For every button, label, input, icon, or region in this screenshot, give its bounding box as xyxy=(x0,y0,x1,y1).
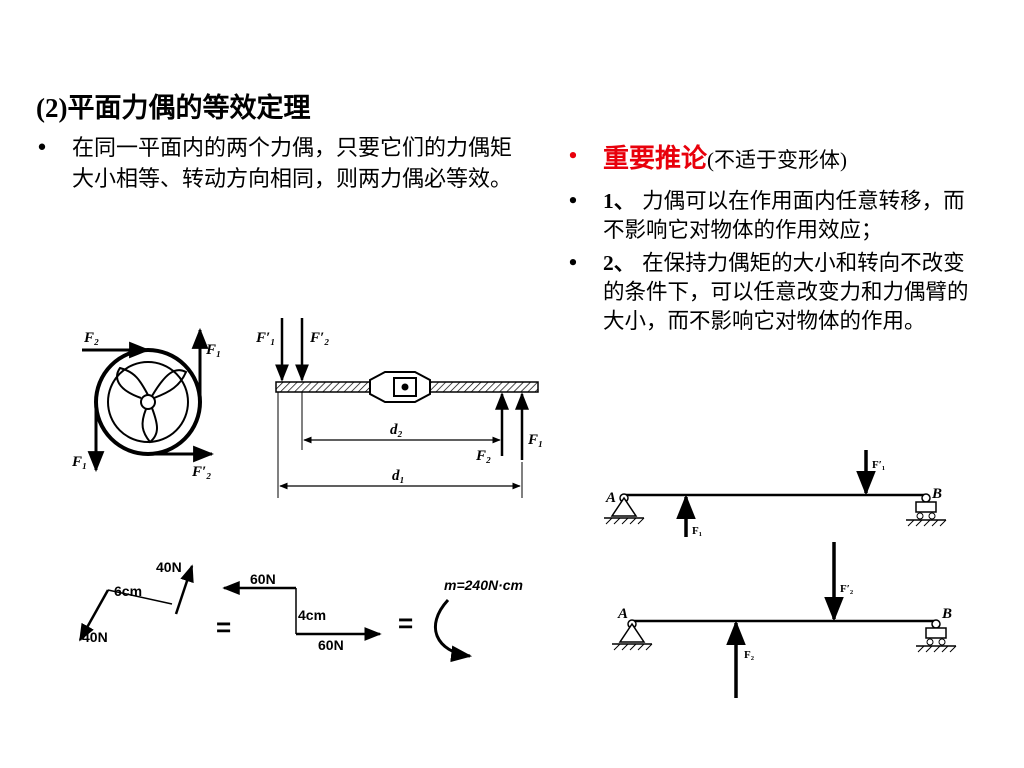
force-label: F₂ xyxy=(744,649,755,661)
force-label: F′₁ xyxy=(872,459,885,471)
beam-diagram-bottom: A B F′₂ F₂ xyxy=(612,542,957,698)
force-label: F₁ xyxy=(692,525,702,537)
couple-equivalence-diagram: 40N 6cm 40N = 60N 4cm 60N = m=240N·cm xyxy=(78,559,523,663)
support-label: B xyxy=(941,606,952,622)
beam-diagram-top: A B F′₁ F₁ xyxy=(604,450,947,537)
force-label: F′₂ xyxy=(840,583,854,595)
force-value: 60N xyxy=(250,571,276,587)
section-number: (2) xyxy=(36,93,68,123)
force-label: F′₂ xyxy=(191,464,211,480)
corollary-text: 力偶可以在作用面内任意转移，而不影响它对物体的作用效应； xyxy=(603,189,965,244)
bullet-icon: • xyxy=(566,251,580,277)
force-label: F₁ xyxy=(71,454,87,470)
support-label: A xyxy=(605,490,616,506)
section-title: (2)平面力偶的等效定理 xyxy=(36,86,310,125)
corollary-heading: 重要推论 xyxy=(603,144,708,174)
theorem-statement-list: • 在同一平面内的两个力偶，只要它们的力偶矩大小相等、转动方向相同，则两力偶必等… xyxy=(34,134,514,196)
section-title-text: 平面力偶的等效定理 xyxy=(67,93,311,124)
corollary-number: 1、 xyxy=(603,189,636,214)
arm-value: 4cm xyxy=(298,607,326,623)
force-label: F₁ xyxy=(205,342,221,358)
dimension-label: d₂ xyxy=(390,422,403,438)
corollary-number: 2、 xyxy=(603,251,636,276)
force-label: F′₂ xyxy=(309,330,329,346)
support-label: A xyxy=(617,606,628,622)
force-label: F₂ xyxy=(83,330,99,346)
list-item: • 2、 在保持力偶矩的大小和转向不改变的条件下，可以任意改变力和力偶臂的大小，… xyxy=(565,249,985,336)
steering-wheel-diagram: F₂ F₁ F₁ F′₂ xyxy=(71,327,221,480)
moment-value: m=240N·cm xyxy=(444,577,523,593)
corollary-note: (不适于变形体) xyxy=(707,148,848,172)
force-value: 40N xyxy=(82,629,108,645)
force-value: 60N xyxy=(318,637,344,653)
force-label: F₂ xyxy=(475,448,491,464)
tap-wrench-diagram: F′₁ F′₂ d₂ F₂ F₁ d₁ xyxy=(255,318,543,498)
corollary-text: 在保持力偶矩的大小和转向不改变的条件下，可以任意改变力和力偶臂的大小，而不影响它… xyxy=(603,251,969,335)
force-label: F₁ xyxy=(527,432,543,448)
corollary-list: • 重要推论(不适于变形体) • 1、 力偶可以在作用面内任意转移，而不影响它对… xyxy=(565,142,985,340)
equals-sign: = xyxy=(398,608,413,638)
dimension-label: d₁ xyxy=(392,468,405,484)
support-label: B xyxy=(931,486,942,502)
force-value: 40N xyxy=(156,559,182,575)
arm-value: 6cm xyxy=(114,583,142,599)
list-item: • 重要推论(不适于变形体) xyxy=(565,142,985,177)
force-label: F′₁ xyxy=(255,330,275,346)
bullet-icon: • xyxy=(35,136,49,161)
bullet-icon: • xyxy=(566,144,580,169)
list-item: • 1、 力偶可以在作用面内任意转移，而不影响它对物体的作用效应； xyxy=(565,187,985,245)
theorem-text: 在同一平面内的两个力偶，只要它们的力偶矩大小相等、转动方向相同，则两力偶必等效。 xyxy=(72,136,513,192)
bullet-icon: • xyxy=(566,189,580,215)
equals-sign: = xyxy=(216,612,231,642)
list-item: • 在同一平面内的两个力偶，只要它们的力偶矩大小相等、转动方向相同，则两力偶必等… xyxy=(34,134,514,196)
